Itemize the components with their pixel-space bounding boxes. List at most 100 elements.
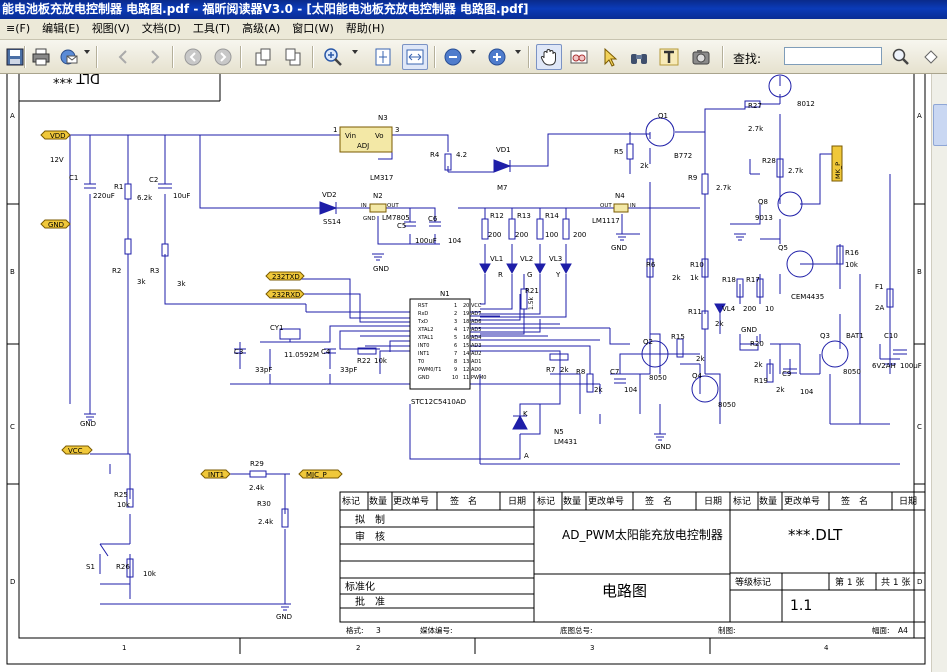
- menu-document[interactable]: 文档(D): [141, 22, 181, 35]
- vdd-flag: [40, 130, 71, 140]
- gnd-flag: [40, 219, 71, 229]
- search-input[interactable]: [784, 47, 882, 65]
- menu-view[interactable]: 视图(V): [91, 22, 130, 35]
- r7-body: [549, 353, 569, 361]
- r30-body: [281, 508, 289, 528]
- print-icon[interactable]: [28, 44, 54, 70]
- label-c3: C3: [234, 348, 243, 356]
- label-r9v: 2.7k: [716, 184, 732, 192]
- vertical-scrollbar[interactable]: [931, 74, 947, 672]
- menu-bar: ≡(F) 编辑(E) 视图(V) 文档(D) 工具(T) 高级(A) 窗口(W) 帮助(H): [0, 19, 947, 40]
- snapshot-glasses-icon[interactable]: [566, 44, 592, 70]
- mcu-pin-r11: PWM0: [471, 375, 486, 381]
- fit-page-icon[interactable]: [370, 44, 396, 70]
- mcu-pin-ln1: 1: [454, 303, 457, 309]
- tb-col-mark-2: 标记: [537, 495, 555, 507]
- vl3-symbol: [534, 263, 546, 275]
- fit-width-icon[interactable]: [402, 44, 428, 70]
- label-r30: R30: [257, 500, 271, 508]
- menu-file[interactable]: ≡(F): [6, 22, 31, 35]
- ground-left-symbol: [84, 413, 96, 421]
- lm1117-body: [613, 203, 629, 213]
- label-q2: Q2: [643, 338, 653, 346]
- rotate-right-icon[interactable]: [280, 44, 306, 70]
- zoom-out-circle-icon[interactable]: [440, 44, 466, 70]
- label-c6v: 104: [448, 237, 462, 245]
- snapshot-camera-icon[interactable]: [688, 44, 714, 70]
- label-r26v: 10k: [143, 570, 157, 578]
- zoom-in-dropdown-icon[interactable]: [515, 50, 521, 54]
- label-r14: R14: [545, 212, 559, 220]
- find-binoculars-icon[interactable]: [626, 44, 652, 70]
- label-q4v: 8050: [718, 401, 736, 409]
- zoom-in-circle-icon[interactable]: [484, 44, 510, 70]
- first-page-icon[interactable]: [110, 44, 136, 70]
- rotate-left-icon[interactable]: [250, 44, 276, 70]
- mjcp-flag: [298, 469, 343, 479]
- tb-col-date-3: 日期: [899, 496, 917, 507]
- menu-tools[interactable]: 工具(T): [192, 22, 231, 35]
- r5-body: [626, 143, 634, 160]
- window-title: 能电池板充放电控制器 电路图.pdf - 福昕阅读器V3.0 - [太阳能电池板…: [2, 2, 529, 16]
- r3-body: [161, 243, 169, 257]
- label-lm317: LM317: [370, 174, 393, 182]
- email-dropdown-icon[interactable]: [84, 50, 90, 54]
- label-lm7805: LM7805: [382, 214, 410, 222]
- label-q8: Q8: [758, 198, 768, 206]
- q8-symbol: [777, 191, 803, 217]
- r22-body: [357, 347, 377, 355]
- tb-col-qty-2: 数量: [563, 495, 581, 507]
- tb-doc-type: 电路图: [602, 582, 647, 600]
- r11-body: [701, 310, 709, 330]
- select-arrow-icon[interactable]: [596, 44, 622, 70]
- zoom-out-dropdown-icon[interactable]: [470, 50, 476, 54]
- mcu-pin-ln2: 2: [454, 311, 457, 317]
- text-select-icon[interactable]: [656, 44, 682, 70]
- menu-window[interactable]: 窗口(W): [292, 22, 334, 35]
- label-gnd-vl4: GND: [741, 326, 757, 334]
- label-led-g: G: [527, 271, 532, 279]
- forward-icon[interactable]: [210, 44, 236, 70]
- email-icon[interactable]: [56, 44, 82, 70]
- label-r5: R5: [614, 148, 623, 156]
- label-r15: R15: [671, 333, 685, 341]
- search-options-icon[interactable]: [918, 44, 944, 70]
- next-page-icon[interactable]: [142, 44, 168, 70]
- tb-col-qty-3: 数量: [759, 495, 777, 507]
- tb-col-qty-1: 数量: [369, 495, 387, 507]
- zoom-in-icon[interactable]: [320, 44, 346, 70]
- label-f1: F1: [875, 283, 883, 291]
- label-vl3: VL3: [549, 255, 562, 263]
- label-r11: R11: [688, 308, 702, 316]
- label-r11v: 2k: [715, 320, 724, 328]
- tb-base-label: 底图总号:: [560, 625, 593, 635]
- back-icon[interactable]: [180, 44, 206, 70]
- save-icon[interactable]: [2, 44, 28, 70]
- menu-help[interactable]: 帮助(H): [345, 22, 385, 35]
- r4-body: [444, 153, 452, 171]
- r17-body: [756, 278, 764, 298]
- mcu-pin-ln3: 3: [454, 319, 457, 325]
- label-vl2: VL2: [520, 255, 533, 263]
- mcu-pin-r14: AD2: [471, 351, 481, 357]
- menu-edit[interactable]: 编辑(E): [42, 22, 80, 35]
- label-c6: C6: [428, 215, 438, 223]
- col-number-1: 1: [122, 644, 126, 652]
- zoom-dropdown-icon[interactable]: [352, 50, 358, 54]
- hand-tool-icon[interactable]: [536, 44, 562, 70]
- mcu-pin-l5: XTAL1: [418, 335, 433, 341]
- label-r6: R6: [646, 261, 656, 269]
- label-c1v: 220uF: [93, 192, 115, 200]
- mcu-pin-r13: AD1: [471, 359, 481, 365]
- menu-advanced[interactable]: 高级(A): [242, 22, 281, 35]
- tb-format-label: 格式:: [346, 625, 364, 635]
- label-int1: INT1: [208, 471, 224, 479]
- search-icon[interactable]: [888, 44, 914, 70]
- document-viewer[interactable]: A B C D A B C D 1 2 3 4 DLT ***: [0, 74, 947, 672]
- r27-body: [744, 100, 761, 108]
- ground-vl4-symbol: [756, 334, 761, 344]
- row-letter-a: A: [10, 112, 15, 120]
- mcu-pin-ln4: 4: [454, 327, 457, 333]
- scrollbar-thumb[interactable]: [933, 104, 947, 146]
- mcu-pin-rn11: 11: [463, 375, 469, 381]
